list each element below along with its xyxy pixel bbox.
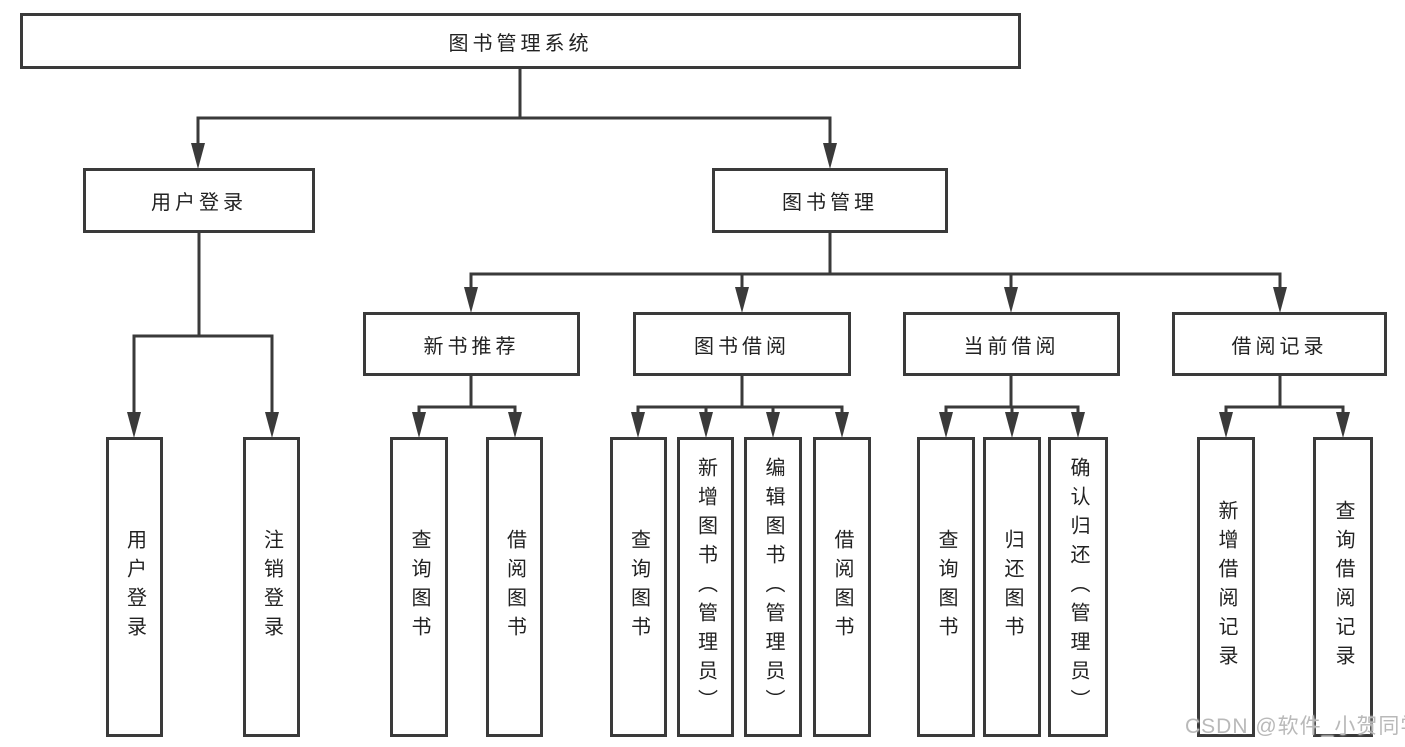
leaf-query-books-borrow-label: 查询图书 [627, 529, 650, 645]
leaf-add-books-admin: 新增图书（管理员） [677, 437, 734, 737]
leaf-return-books: 归还图书 [983, 437, 1041, 737]
leaf-query-books-borrow: 查询图书 [610, 437, 667, 737]
node-current-borrow-label: 当前借阅 [963, 335, 1060, 358]
leaf-query-borrow-record-label: 查询借阅记录 [1332, 500, 1354, 674]
leaf-borrow-books-recommend-label: 借阅图书 [503, 529, 526, 645]
node-root: 图书管理系统 [20, 13, 1021, 69]
node-new-book-recommend-label: 新书推荐 [423, 335, 520, 358]
node-user-login-label: 用户登录 [151, 192, 247, 214]
leaf-confirm-return-admin-label: 确认归还（管理员） [1067, 456, 1089, 718]
leaf-borrow-books: 借阅图书 [813, 437, 871, 737]
leaf-add-borrow-record: 新增借阅记录 [1197, 437, 1255, 737]
node-book-management-label: 图书管理 [782, 192, 878, 214]
node-current-borrow: 当前借阅 [903, 312, 1120, 376]
node-borrow-records-label: 借阅记录 [1231, 335, 1328, 358]
node-user-login: 用户登录 [83, 168, 315, 233]
node-book-borrow-label: 图书借阅 [694, 335, 790, 358]
leaf-borrow-books-label: 借阅图书 [831, 529, 853, 645]
leaf-edit-books-admin-label: 编辑图书（管理员） [762, 456, 784, 718]
node-root-label: 图书管理系统 [448, 32, 593, 55]
csdn-watermark: CSDN @软件_小贺同学 [1185, 715, 1405, 738]
leaf-logout: 注销登录 [243, 437, 300, 737]
leaf-add-borrow-record-label: 新增借阅记录 [1215, 500, 1237, 674]
leaf-add-books-admin-label: 新增图书（管理员） [694, 456, 717, 718]
leaf-borrow-books-recommend: 借阅图书 [486, 437, 543, 737]
leaf-query-books-recommend: 查询图书 [390, 437, 448, 737]
leaf-query-books-current-label: 查询图书 [935, 529, 957, 645]
leaf-return-books-label: 归还图书 [1001, 529, 1023, 645]
node-borrow-records: 借阅记录 [1172, 312, 1387, 376]
node-new-book-recommend: 新书推荐 [363, 312, 580, 376]
leaf-logout-label: 注销登录 [260, 529, 283, 645]
leaf-user-login: 用户登录 [106, 437, 163, 737]
leaf-edit-books-admin: 编辑图书（管理员） [744, 437, 802, 737]
leaf-confirm-return-admin: 确认归还（管理员） [1048, 437, 1108, 737]
node-book-management: 图书管理 [712, 168, 948, 233]
leaf-query-borrow-record: 查询借阅记录 [1313, 437, 1373, 737]
leaf-query-books-recommend-label: 查询图书 [408, 529, 430, 645]
leaf-query-books-current: 查询图书 [917, 437, 975, 737]
leaf-user-login-label: 用户登录 [123, 529, 146, 645]
node-book-borrow: 图书借阅 [633, 312, 851, 376]
